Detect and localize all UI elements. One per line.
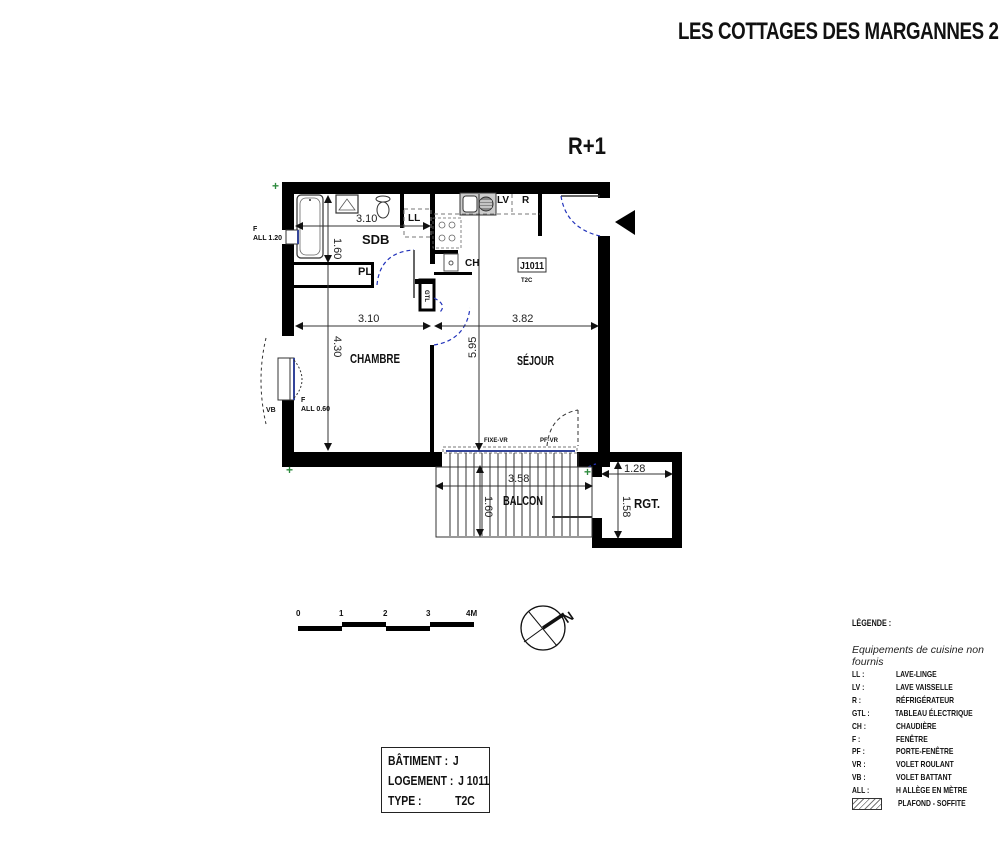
legend-item: CH :CHAUDIÈRE bbox=[852, 720, 937, 731]
annot-pf-vr: PF-VR bbox=[540, 438, 559, 444]
legend-item-hatch: PLAFOND - SOFFITE bbox=[852, 797, 992, 811]
legend: LÉGENDE : Equipements de cuisine non fou… bbox=[852, 618, 992, 811]
scale-tick-3: 3 bbox=[426, 609, 431, 618]
room-label-chambre: CHAMBRE bbox=[350, 351, 400, 366]
markers: + + + bbox=[272, 179, 591, 479]
legend-note: Equipements de cuisine non fournis bbox=[852, 644, 984, 668]
annot-chambre-all: ALL 0.60 bbox=[301, 406, 330, 413]
equip-ch: CH bbox=[465, 258, 479, 269]
toilet bbox=[375, 195, 391, 219]
boiler bbox=[443, 253, 459, 272]
annot-sdb-all: ALL 1.20 bbox=[253, 235, 282, 242]
legend-item: VB :VOLET BATTANT bbox=[852, 772, 952, 783]
legend-title: LÉGENDE : bbox=[852, 618, 892, 628]
scale-tick-0: 0 bbox=[296, 609, 301, 618]
dim-rgt-depth: 1.58 bbox=[620, 496, 632, 517]
window-sdb bbox=[285, 229, 299, 245]
annot-chambre-vb: VB bbox=[266, 407, 276, 414]
equip-r: R bbox=[522, 195, 530, 206]
dim-sejour-depth: 5.95 bbox=[467, 337, 479, 358]
svg-text:+: + bbox=[584, 465, 591, 479]
legend-item: ALL :H ALLÈGE EN MÈTRE bbox=[852, 785, 968, 796]
kitchen-zones bbox=[403, 194, 540, 238]
room-label-balcon: BALCON bbox=[503, 493, 543, 508]
unit-tag: J1011 bbox=[520, 261, 544, 272]
entry-door bbox=[560, 195, 601, 237]
dim-balcon-depth: 1.60 bbox=[482, 496, 494, 517]
legend-item: LL :LAVE-LINGE bbox=[852, 669, 937, 679]
equip-lv: LV bbox=[497, 195, 509, 206]
legend-item: PF :PORTE-FENÊTRE bbox=[852, 746, 954, 757]
room-label-pl: PL bbox=[358, 266, 372, 278]
info-logement: LOGEMENT : J 1011 bbox=[388, 773, 490, 788]
north-arrow-icon: N bbox=[520, 605, 576, 651]
svg-text:+: + bbox=[272, 179, 279, 193]
project-title: LES COTTAGES DES MARGANNES 2 bbox=[678, 18, 999, 45]
unit-type-tag: T2C bbox=[521, 278, 533, 284]
scale-tick-1: 1 bbox=[339, 609, 344, 618]
annot-chambre-f: F bbox=[301, 397, 306, 404]
partitions bbox=[294, 194, 542, 455]
washbasin bbox=[335, 194, 359, 214]
balcony-floor bbox=[435, 453, 593, 538]
unit-tag-box bbox=[517, 257, 547, 273]
svg-text:+: + bbox=[286, 463, 293, 477]
info-type: TYPE : T2C bbox=[388, 793, 475, 808]
legend-item: R :RÉFRIGÉRATEUR bbox=[852, 694, 955, 705]
annot-sdb-f: F bbox=[253, 226, 258, 233]
window-chambre bbox=[260, 337, 303, 425]
dim-chambre-width: 3.10 bbox=[358, 313, 379, 325]
scale-tick-2: 2 bbox=[383, 609, 388, 618]
room-label-rgt: RGT. bbox=[634, 496, 660, 511]
equip-gtl: GTL bbox=[423, 290, 429, 302]
dim-balcon-width: 3.58 bbox=[508, 473, 529, 485]
dim-sejour-width: 3.82 bbox=[512, 313, 533, 325]
dim-rgt-width: 1.28 bbox=[624, 463, 645, 475]
hatch-swatch-icon bbox=[852, 798, 882, 811]
kitchen-sink bbox=[459, 192, 497, 216]
equip-ll: LL bbox=[408, 213, 420, 224]
legend-item: F :FENÊTRE bbox=[852, 733, 928, 744]
unit-info-box: BÂTIMENT : J LOGEMENT : J 1011 TYPE : T2… bbox=[381, 747, 490, 813]
entrance-arrow-icon bbox=[615, 210, 635, 235]
cooktop bbox=[432, 217, 462, 249]
legend-item: VR :VOLET ROULANT bbox=[852, 759, 954, 770]
balcony-bay bbox=[442, 446, 578, 454]
dim-sdb-depth: 1.60 bbox=[331, 238, 343, 259]
svg-text:N: N bbox=[560, 608, 576, 626]
walls bbox=[282, 182, 682, 548]
floor-level-label: R+1 bbox=[568, 133, 606, 160]
legend-item: GTL :TABLEAU ÉLECTRIQUE bbox=[852, 707, 973, 718]
legend-item: LV :LAVE VAISSELLE bbox=[852, 681, 953, 692]
scale-tick-4m: 4M bbox=[466, 609, 477, 618]
dim-sdb-width: 3.10 bbox=[356, 213, 377, 225]
scale-bar: 0 1 2 3 4M bbox=[296, 609, 477, 631]
dim-chambre-depth: 4.30 bbox=[331, 336, 343, 357]
info-batiment: BÂTIMENT : J bbox=[388, 753, 459, 768]
room-label-sejour: SÉJOUR bbox=[517, 353, 554, 368]
annot-fixe-vr: FIXE-VR bbox=[484, 438, 508, 444]
room-label-sdb: SDB bbox=[362, 232, 389, 247]
